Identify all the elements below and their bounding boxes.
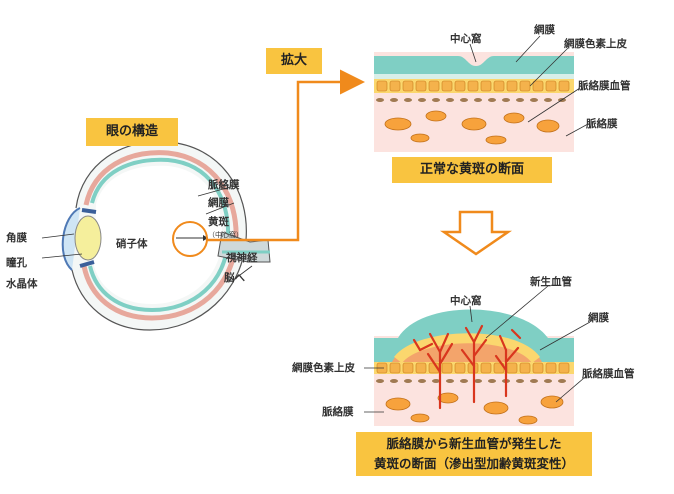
zoom-label: 拡大: [266, 48, 322, 74]
normal-macula-section: [374, 35, 589, 152]
label-retina: 網膜: [208, 197, 229, 209]
label-choroid: 脈絡膜: [208, 179, 240, 191]
label-fovea-small: （中心窩）: [208, 231, 243, 239]
normal-label-fovea: 中心窩: [450, 33, 482, 45]
wet-label-fovea: 中心窩: [450, 295, 482, 307]
cornea: [61, 207, 81, 271]
normal-label-choroidal-vessels: 脈絡膜血管: [578, 80, 631, 92]
wet-label-choroid: 脈絡膜: [322, 406, 354, 418]
eye-cross-section: [41, 141, 271, 331]
label-lens: 水晶体: [6, 278, 38, 290]
wet-amd-section: [364, 285, 591, 426]
label-to-brain: 脳へ: [224, 272, 245, 284]
eye-structure-title: 眼の構造: [86, 118, 178, 146]
wet-caption-line1: 脈絡膜から新生血管が発生した: [386, 436, 562, 451]
vitreous-area: [94, 165, 223, 304]
wet-caption-line2: 黄斑の断面（滲出型加齢黄斑変性）: [373, 456, 574, 471]
label-macula: 黄斑: [208, 216, 229, 228]
normal-caption: 正常な黄斑の断面: [392, 157, 552, 183]
wet-caption: 脈絡膜から新生血管が発生した 黄斑の断面（滲出型加齢黄斑変性）: [356, 432, 592, 476]
normal-label-choroid: 脈絡膜: [586, 118, 618, 130]
wet-label-rpe: 網膜色素上皮: [292, 362, 355, 374]
wet-label-retina: 網膜: [588, 312, 609, 324]
down-arrow: [439, 210, 513, 256]
normal-label-retina: 網膜: [534, 24, 555, 36]
zoom-arrow: [207, 69, 365, 242]
new-vessels: [412, 324, 522, 410]
wet-label-new-vessels: 新生血管: [530, 276, 572, 288]
normal-label-rpe: 網膜色素上皮: [564, 38, 627, 50]
label-optic-nerve: 視神経: [226, 252, 258, 264]
label-vitreous: 硝子体: [116, 238, 148, 250]
lens: [74, 215, 102, 261]
label-pupil: 瞳孔: [6, 257, 27, 269]
label-cornea: 角膜: [6, 232, 27, 244]
wet-label-choroidal-vessels: 脈絡膜血管: [582, 368, 635, 380]
